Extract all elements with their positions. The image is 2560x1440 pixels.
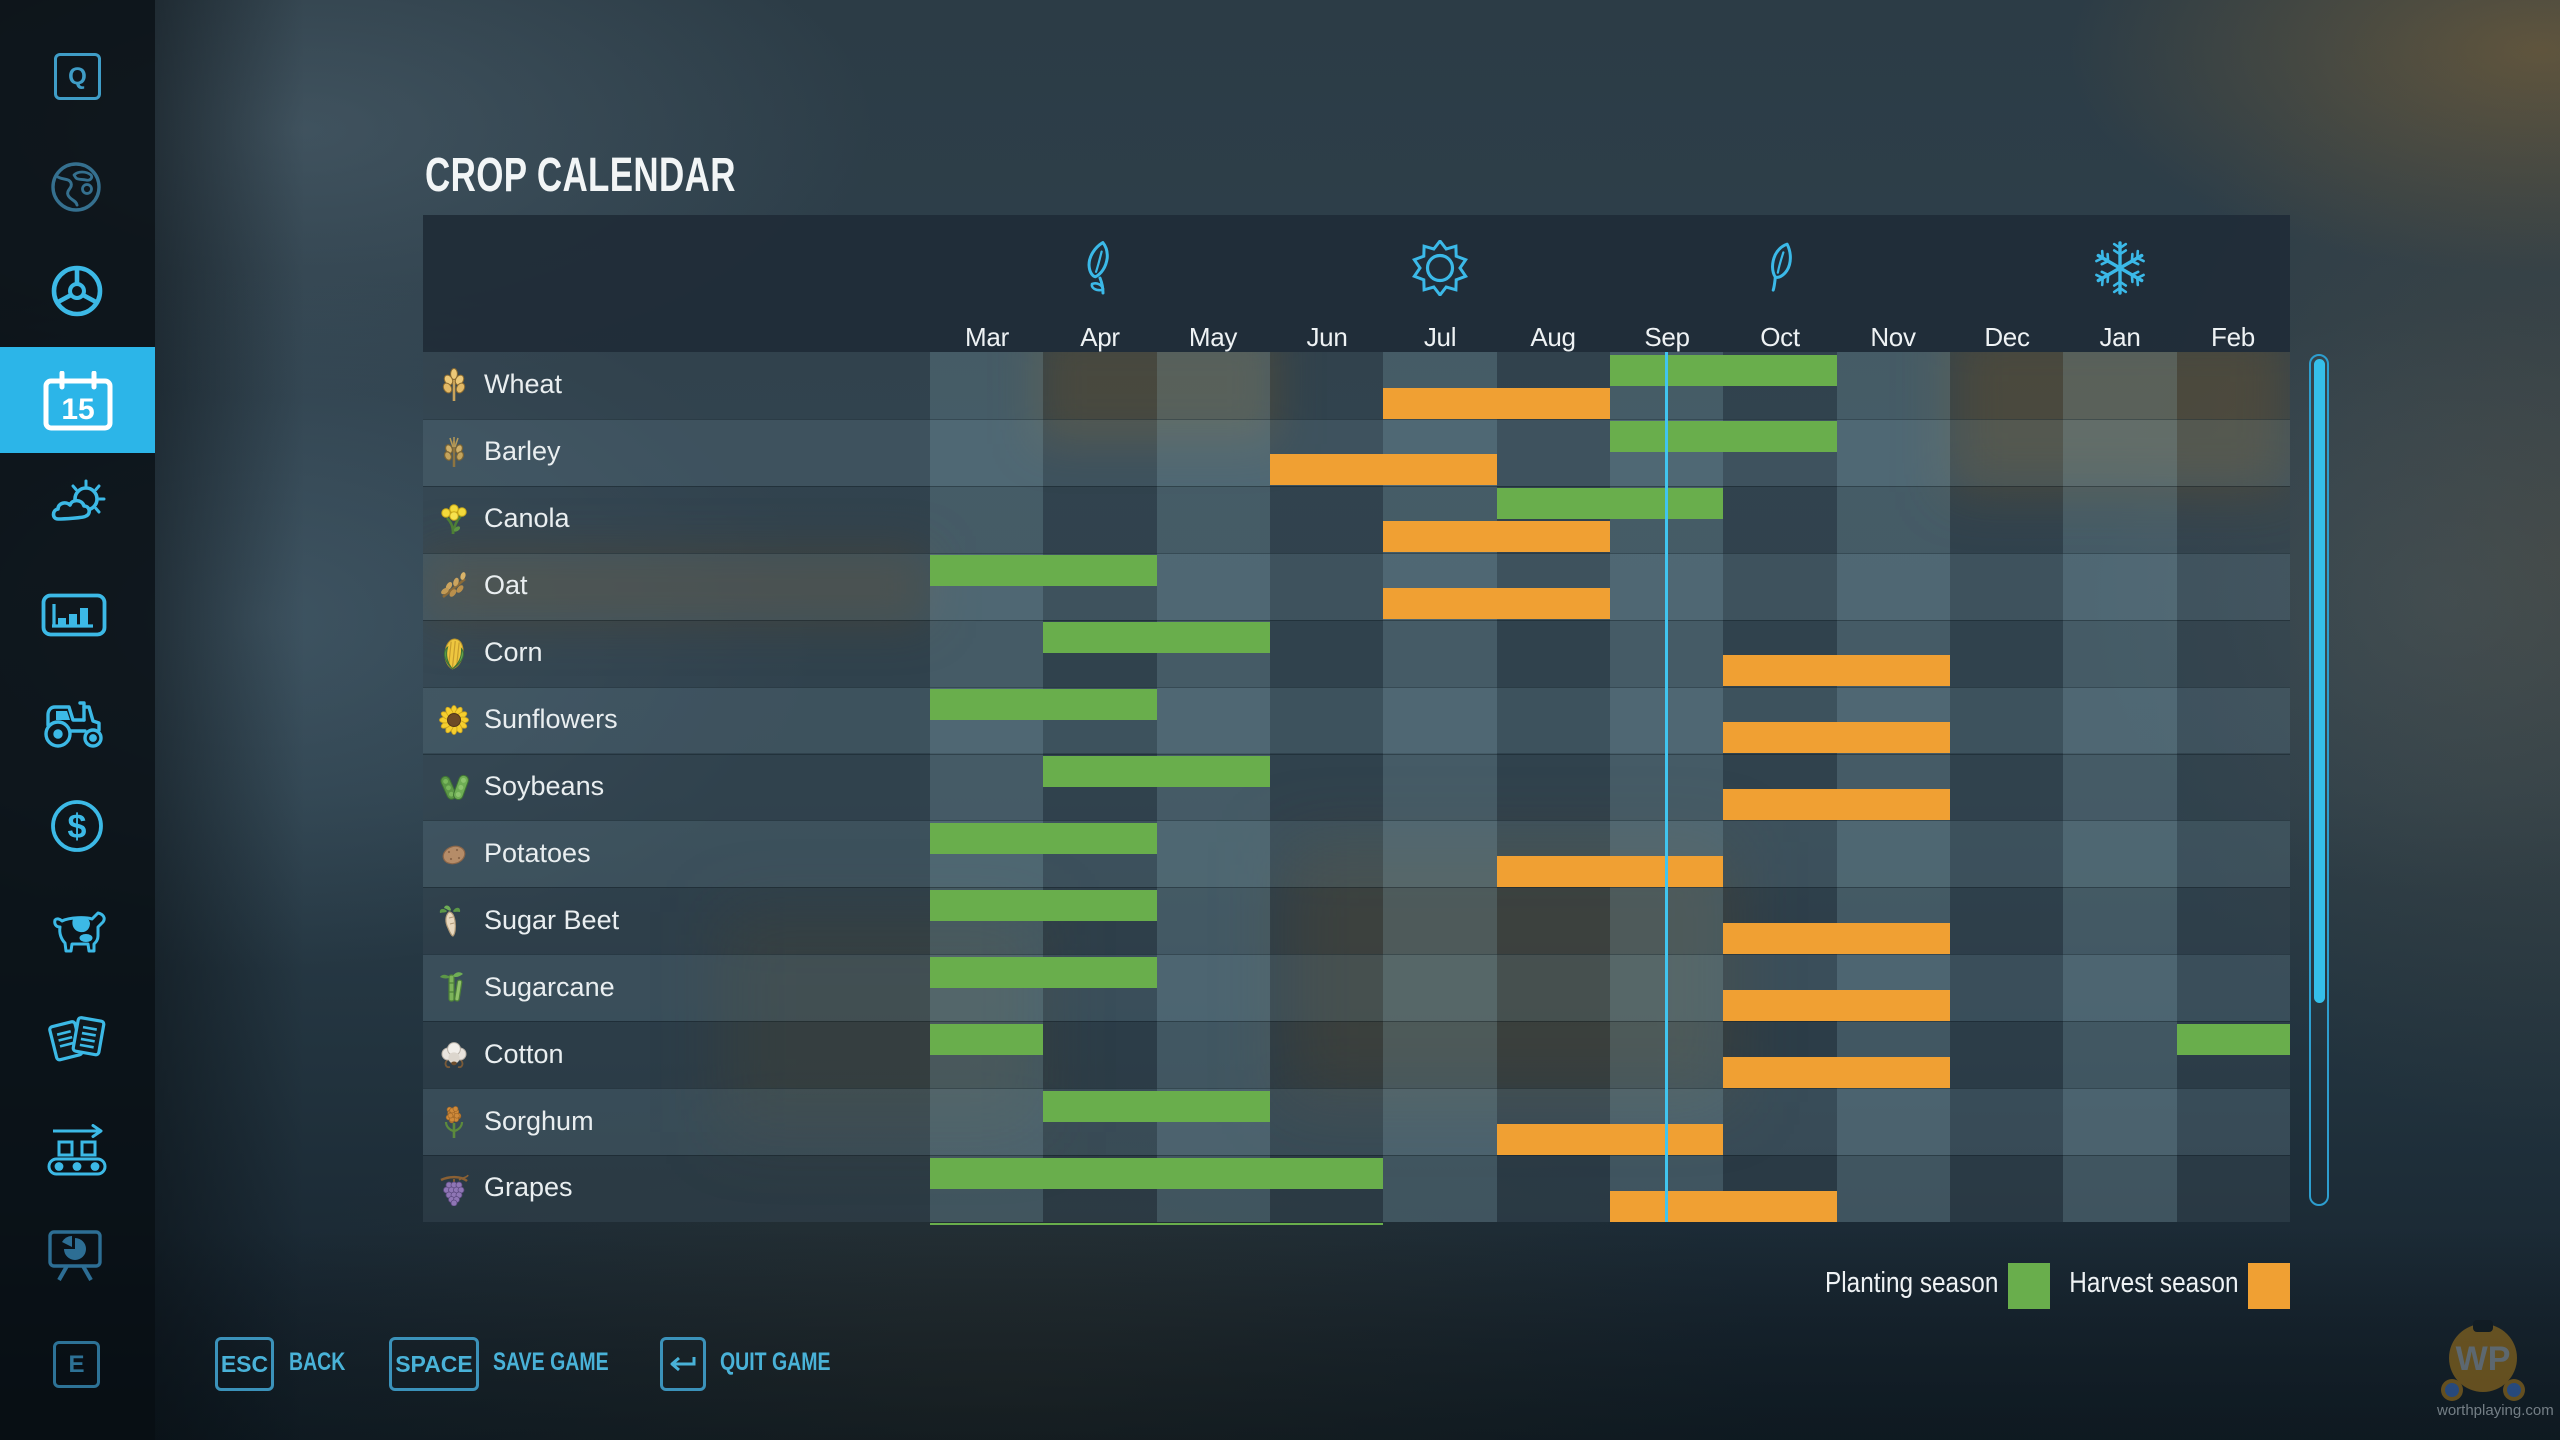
svg-text:$: $ <box>68 808 87 846</box>
svg-text:15: 15 <box>61 393 94 426</box>
svg-text:WP: WP <box>2456 1340 2511 1378</box>
